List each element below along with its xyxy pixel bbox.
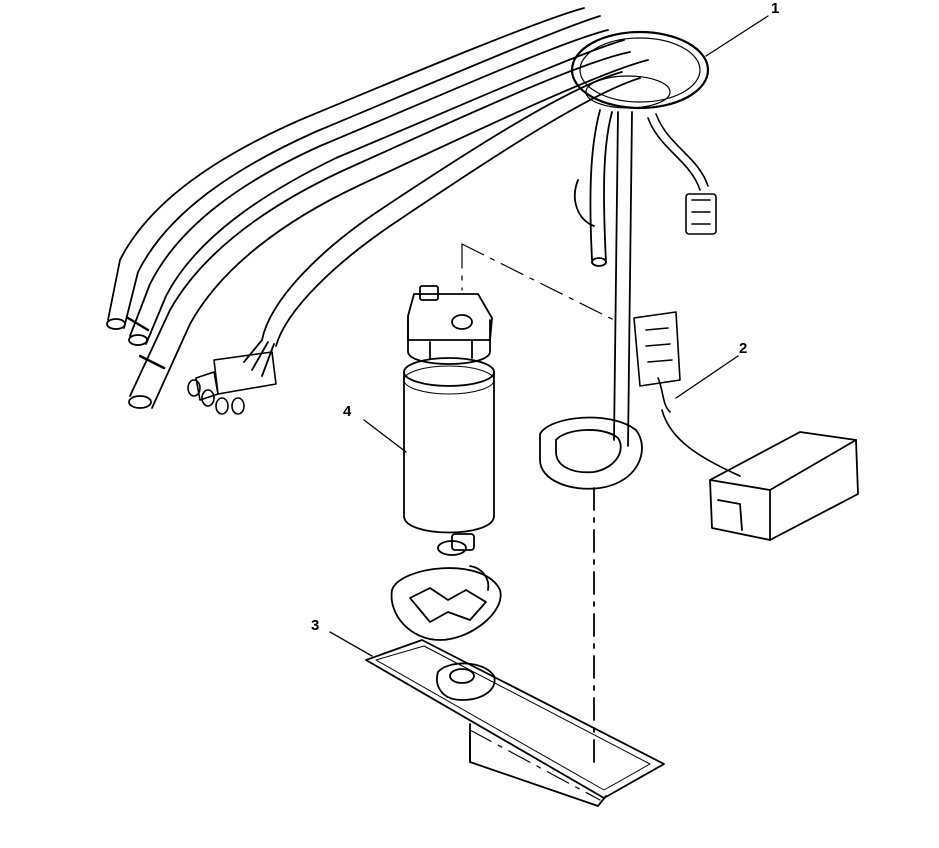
fuel-hoses	[106, 7, 649, 409]
pump-isolator	[390, 540, 502, 641]
leader-1	[705, 15, 769, 57]
callout-1: 1	[771, 0, 780, 17]
callout-3: 3	[311, 617, 320, 634]
fuel-strainer	[365, 639, 665, 807]
sender-tubes	[573, 109, 633, 447]
callout-4: 4	[343, 403, 352, 420]
leader-3	[329, 631, 373, 657]
sender-flange	[570, 30, 710, 110]
leader-2	[675, 355, 739, 399]
leader-4	[363, 419, 407, 453]
callout-2: 2	[739, 340, 748, 357]
harness-connector	[187, 351, 277, 415]
fuel-float	[709, 431, 859, 541]
fuel-pump	[403, 285, 495, 551]
sender-electrical-connector	[647, 113, 717, 235]
pump-bracket	[539, 416, 643, 771]
callout-leaders	[329, 15, 769, 657]
assembly-center-lines	[461, 243, 615, 801]
fuel-level-sensor	[633, 311, 741, 477]
